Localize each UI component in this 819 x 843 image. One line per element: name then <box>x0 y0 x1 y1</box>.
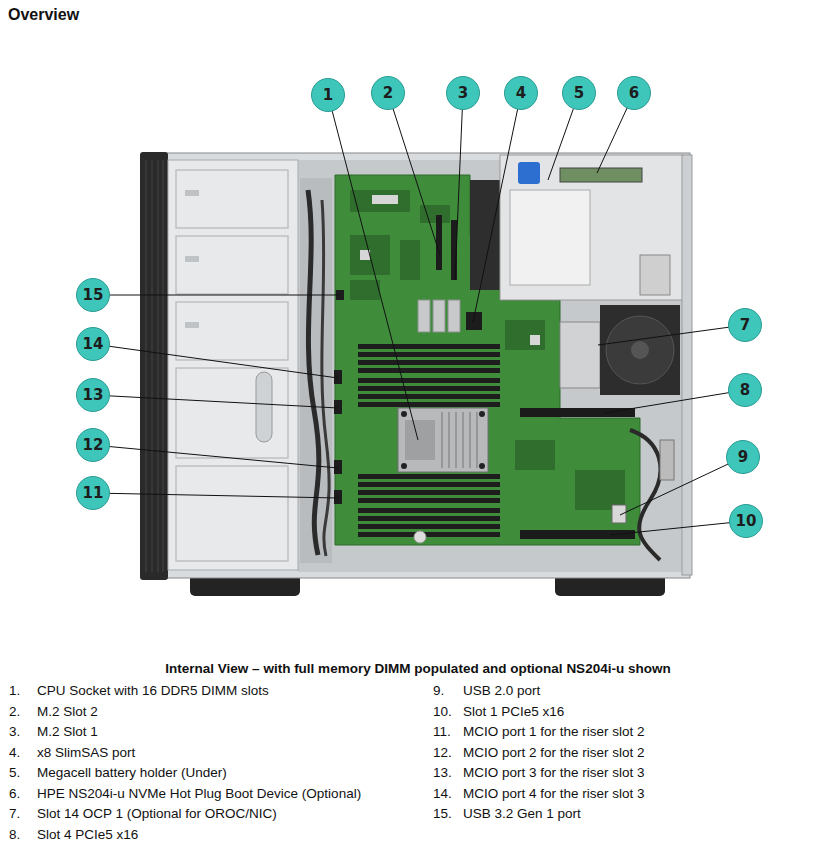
callout-number: 2 <box>371 76 405 110</box>
item-number: 3. <box>9 724 20 740</box>
callout-number: 12 <box>76 428 110 462</box>
callout-text: 5 <box>574 84 584 102</box>
callout-text: 4 <box>516 84 526 102</box>
item-number: 10. <box>433 704 452 720</box>
item-number: 9. <box>433 683 444 699</box>
part-name: MCIO port 1 for the riser slot 2 <box>463 724 645 740</box>
item-number: 8. <box>9 827 20 843</box>
callout-text: 15 <box>83 286 104 304</box>
callout-number: 11 <box>76 476 110 510</box>
callout-number: 1 <box>311 78 345 112</box>
callout-text: 11 <box>83 484 104 502</box>
callout-text: 9 <box>738 448 748 466</box>
part-name: Megacell battery holder (Under) <box>37 765 227 781</box>
part-name: Slot 4 PCIe5 x16 <box>37 827 138 843</box>
item-number: 1. <box>9 683 20 699</box>
callout-number: 10 <box>729 504 763 538</box>
callout-text: 3 <box>458 84 468 102</box>
item-number: 13. <box>433 765 452 781</box>
part-name: USB 3.2 Gen 1 port <box>463 806 581 822</box>
item-number: 11. <box>433 724 451 740</box>
callout-text: 6 <box>629 84 639 102</box>
part-name: USB 2.0 port <box>463 683 540 699</box>
callout-number: 7 <box>728 308 762 342</box>
part-name: x8 SlimSAS port <box>37 745 135 761</box>
page-title: Overview <box>8 6 79 24</box>
part-name: Slot 1 PCIe5 x16 <box>463 704 564 720</box>
callout-text: 13 <box>83 386 104 404</box>
callout-text: 2 <box>383 84 393 102</box>
item-number: 2. <box>9 704 20 720</box>
part-name: MCIO port 2 for the riser slot 2 <box>463 745 645 761</box>
callout-text: 10 <box>736 512 757 530</box>
callout-number: 8 <box>728 373 762 407</box>
part-name: MCIO port 3 for the riser slot 3 <box>463 765 645 781</box>
part-name: Slot 14 OCP 1 (Optional for OROC/NIC) <box>37 806 277 822</box>
figure-caption: Internal View – with full memory DIMM po… <box>100 661 736 676</box>
callout-number: 5 <box>562 76 596 110</box>
part-name: CPU Socket with 16 DDR5 DIMM slots <box>37 683 269 699</box>
item-number: 6. <box>9 786 20 802</box>
callout-number: 15 <box>76 278 110 312</box>
callout-number: 4 <box>504 76 538 110</box>
part-name: MCIO port 4 for the riser slot 3 <box>463 786 645 802</box>
part-name: M.2 Slot 1 <box>37 724 98 740</box>
item-number: 15. <box>433 806 452 822</box>
callout-text: 14 <box>83 335 104 353</box>
callout-number: 3 <box>446 76 480 110</box>
callout-number: 13 <box>76 378 110 412</box>
callout-text: 8 <box>740 381 750 399</box>
callout-text: 12 <box>83 436 104 454</box>
callout-text: 1 <box>323 86 333 104</box>
callout-number: 9 <box>726 440 760 474</box>
part-name: HPE NS204i-u NVMe Hot Plug Boot Device (… <box>37 786 361 802</box>
part-name: M.2 Slot 2 <box>37 704 98 720</box>
item-number: 12. <box>433 745 452 761</box>
callout-text: 7 <box>740 316 750 334</box>
item-number: 14. <box>433 786 452 802</box>
callout-number: 6 <box>617 76 651 110</box>
callout-number: 14 <box>76 327 110 361</box>
item-number: 7. <box>9 806 20 822</box>
item-number: 4. <box>9 745 20 761</box>
item-number: 5. <box>9 765 20 781</box>
